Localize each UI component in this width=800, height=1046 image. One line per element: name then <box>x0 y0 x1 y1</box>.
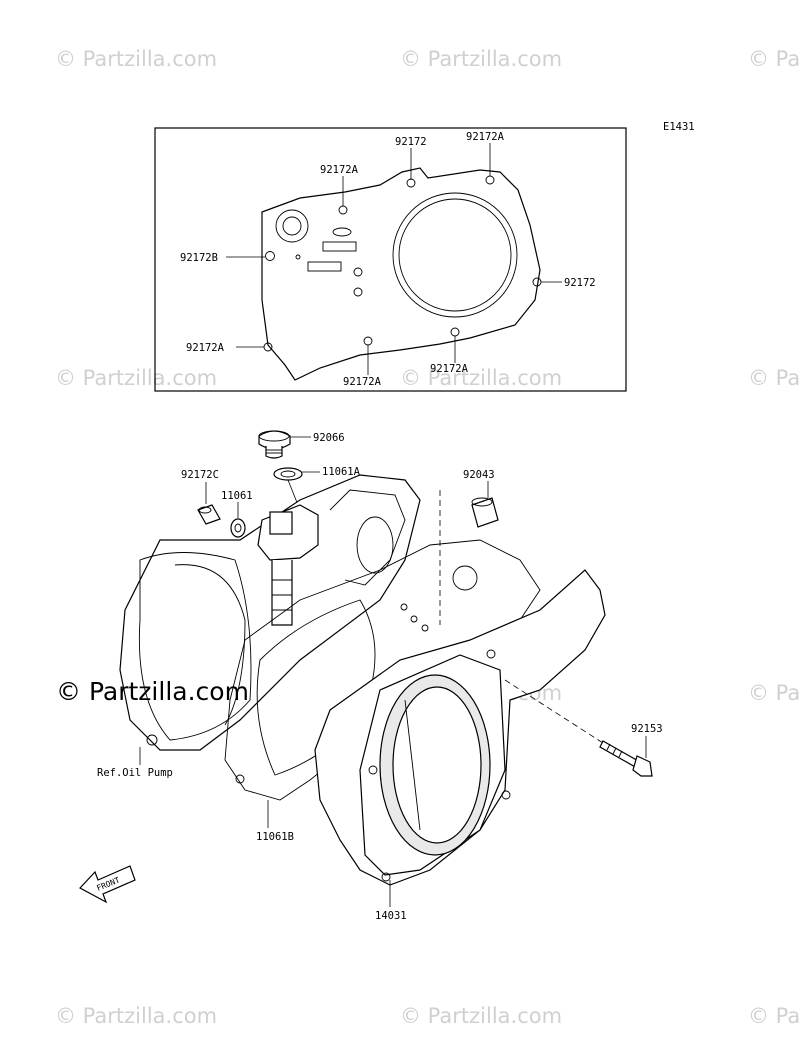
callout-92043: 92043 <box>463 469 495 481</box>
part-11061a-washer <box>273 467 303 481</box>
part-92066-plug <box>258 430 291 459</box>
inset-frame <box>154 127 627 392</box>
crankcase-cover-left <box>119 474 421 751</box>
callout-92172a: 92172A <box>186 342 225 354</box>
watermark: © Partzilla.com <box>400 1004 562 1028</box>
watermark: © Partzilla.com <box>748 1004 800 1028</box>
watermark: © Partzilla.com <box>400 47 562 71</box>
part-14031-cover <box>314 569 606 886</box>
watermark: © Partzilla.com <box>55 47 217 71</box>
callout-92172: 92172 <box>395 136 427 148</box>
diagram-code: E1431 <box>663 121 695 133</box>
callout-92153: 92153 <box>631 723 663 735</box>
watermark: © Partzilla.com <box>748 47 800 71</box>
watermark: © Partzilla.com <box>748 681 800 705</box>
watermark: © Partzilla.com <box>748 366 800 390</box>
watermark: © Partzilla.com <box>400 366 562 390</box>
part-11061-washer <box>230 518 246 538</box>
part-92153-bolt <box>504 679 653 777</box>
callout-92172a: 92172A <box>430 363 469 375</box>
callout-92172a: 92172A <box>320 164 359 176</box>
part-92043-dowel <box>471 497 499 528</box>
callout-11061b: 11061B <box>256 831 294 843</box>
callout-11061a: 11061A <box>322 466 361 478</box>
callout-92172a: 92172A <box>343 376 382 388</box>
callout-92172: 92172 <box>564 277 596 289</box>
callout-92172c: 92172C <box>181 469 219 481</box>
callout-ref-oil-pump: Ref.Oil Pump <box>97 767 173 779</box>
front-arrow-icon: FRONT <box>79 865 136 904</box>
inset-callouts: 92172 92172A 92172A 92172B 92172 92172A … <box>180 131 596 388</box>
watermark-bold: © Partzilla.com <box>56 677 249 706</box>
watermark-layer: © Partzilla.com © Partzilla.com © Partzi… <box>55 47 800 1028</box>
callout-11061: 11061 <box>221 490 253 502</box>
oil-pump-block <box>257 504 319 626</box>
cover-gasket-outline <box>261 167 542 381</box>
callout-14031: 14031 <box>375 910 407 922</box>
callout-92066: 92066 <box>313 432 345 444</box>
watermark: © Partzilla.com <box>55 366 217 390</box>
callout-92172b: 92172B <box>180 252 218 264</box>
callout-92172a: 92172A <box>466 131 505 143</box>
watermark: © Partzilla.com <box>55 1004 217 1028</box>
part-92172c-screw <box>197 504 221 525</box>
